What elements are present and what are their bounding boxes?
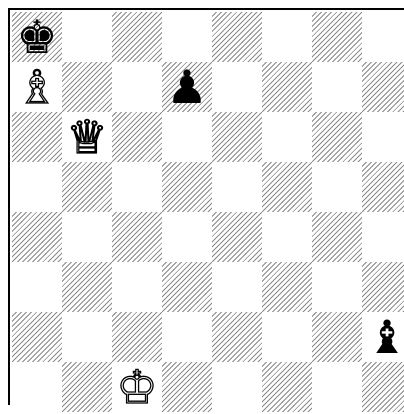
square-g3[interactable] [312,262,362,312]
square-b8[interactable] [62,12,112,62]
square-e7[interactable] [212,62,262,112]
square-f6[interactable] [262,112,312,162]
square-g6[interactable] [312,112,362,162]
square-h4[interactable] [362,212,404,262]
square-c4[interactable] [112,212,162,262]
square-f4[interactable] [262,212,312,262]
square-b6[interactable]: ♕ [62,112,112,162]
square-a8[interactable]: ♚ [12,12,62,62]
square-c8[interactable] [112,12,162,62]
square-g8[interactable] [312,12,362,62]
square-e4[interactable] [212,212,262,262]
square-h7[interactable] [362,62,404,112]
square-a6[interactable] [12,112,62,162]
square-g4[interactable] [312,212,362,262]
square-h2[interactable]: ♝ [362,312,404,362]
square-a2[interactable] [12,312,62,362]
square-f3[interactable] [262,262,312,312]
square-c2[interactable] [112,312,162,362]
square-b7[interactable] [62,62,112,112]
black-king-icon[interactable]: ♚ [12,12,62,62]
square-b3[interactable] [62,262,112,312]
square-b5[interactable] [62,162,112,212]
square-f5[interactable] [262,162,312,212]
square-a4[interactable] [12,212,62,262]
square-d4[interactable] [162,212,212,262]
board-grid: ♚♗♟♕♝♔ [12,12,404,412]
square-e2[interactable] [212,312,262,362]
black-pawn-icon[interactable]: ♟ [162,62,212,112]
white-bishop-icon[interactable]: ♗ [12,62,62,112]
square-c6[interactable] [112,112,162,162]
square-d8[interactable] [162,12,212,62]
square-g2[interactable] [312,312,362,362]
square-b4[interactable] [62,212,112,262]
black-bishop-icon[interactable]: ♝ [362,312,404,362]
square-d5[interactable] [162,162,212,212]
square-c7[interactable] [112,62,162,112]
square-d2[interactable] [162,312,212,362]
square-e8[interactable] [212,12,262,62]
square-d3[interactable] [162,262,212,312]
square-g5[interactable] [312,162,362,212]
square-d6[interactable] [162,112,212,162]
square-h6[interactable] [362,112,404,162]
chessboard: ♚♗♟♕♝♔ [8,8,404,405]
square-c3[interactable] [112,262,162,312]
square-b2[interactable] [62,312,112,362]
square-h8[interactable] [362,12,404,62]
square-f7[interactable] [262,62,312,112]
square-e6[interactable] [212,112,262,162]
square-g7[interactable] [312,62,362,112]
square-c5[interactable] [112,162,162,212]
square-h3[interactable] [362,262,404,312]
square-d7[interactable]: ♟ [162,62,212,112]
square-e5[interactable] [212,162,262,212]
square-a5[interactable] [12,162,62,212]
square-e3[interactable] [212,262,262,312]
square-a7[interactable]: ♗ [12,62,62,112]
square-h5[interactable] [362,162,404,212]
square-a3[interactable] [12,262,62,312]
white-queen-icon[interactable]: ♕ [62,112,112,162]
square-f2[interactable] [262,312,312,362]
square-f8[interactable] [262,12,312,62]
